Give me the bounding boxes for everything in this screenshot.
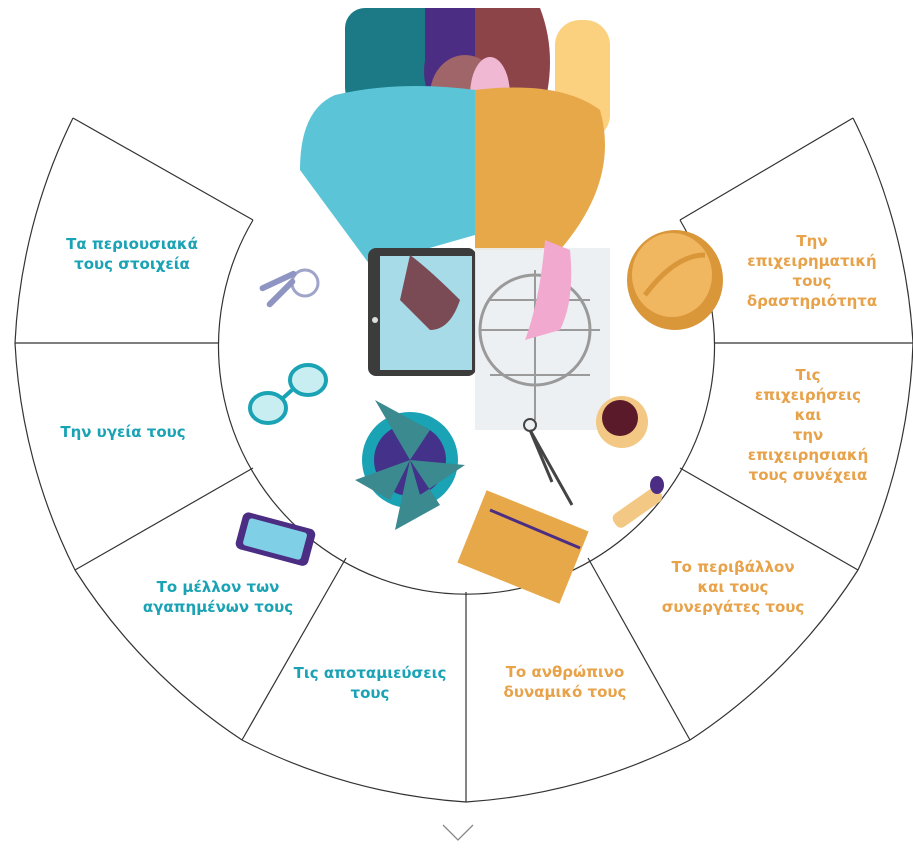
chevron-down-icon[interactable]	[442, 824, 474, 841]
tablet-button	[372, 317, 378, 323]
segment-label-savings: Τις αποταμιεύσεις τους	[293, 664, 447, 702]
ring-outer-arc-7	[857, 342, 913, 571]
notebook-icon	[457, 490, 589, 604]
plant-icon	[355, 400, 465, 530]
segment-label-assets: Τα περιουσιακά τους στοιχεία	[66, 235, 198, 273]
segment-label-human-capital: Το ανθρώπινο δυναμικό τους	[503, 663, 627, 701]
segment-label-health: Την υγεία τους	[60, 423, 186, 441]
ring-outer-arc-8	[852, 117, 913, 344]
ring-outer-arc-6	[689, 569, 859, 741]
segment-label-business-activity: Την επιχειρηματική τους δραστηριότητα	[746, 232, 878, 310]
ring-outer-arc-1	[14, 117, 74, 344]
hand-right	[525, 240, 572, 340]
segment-label-continuity: Τις επιχειρήσεις και την επιχειρησιακή τ…	[747, 366, 869, 484]
keys-icon	[259, 268, 320, 308]
compass-icon	[523, 418, 574, 506]
ring-outer-arc-2	[14, 342, 76, 571]
ring-outer-arc-4	[241, 739, 467, 803]
spoke-3	[74, 467, 254, 571]
desk-items	[235, 230, 723, 604]
wheel-ring	[14, 117, 913, 803]
segment-label-future: Το μέλλον των αγαπημένων τους	[142, 578, 294, 616]
hand-left	[400, 255, 460, 330]
spoke-6	[587, 557, 691, 741]
ring-outer-arc-5	[465, 739, 691, 803]
segment-label-environment: Το περιβάλλον και τους συνεργάτες τους	[661, 558, 805, 616]
torso-left	[300, 86, 475, 265]
spoke-9	[679, 117, 854, 221]
marker-icon	[612, 476, 664, 528]
spoke-1	[72, 117, 254, 221]
illustration-people-at-desk	[300, 8, 610, 430]
ring-outer-arc-3	[74, 569, 243, 741]
spoke-7	[679, 467, 859, 571]
glasses-icon	[248, 363, 328, 425]
coffee-cup-icon	[596, 396, 648, 448]
bread-icon	[627, 230, 723, 330]
spoke-4	[241, 557, 347, 741]
torso-right	[475, 87, 605, 250]
phone-icon	[235, 512, 316, 566]
